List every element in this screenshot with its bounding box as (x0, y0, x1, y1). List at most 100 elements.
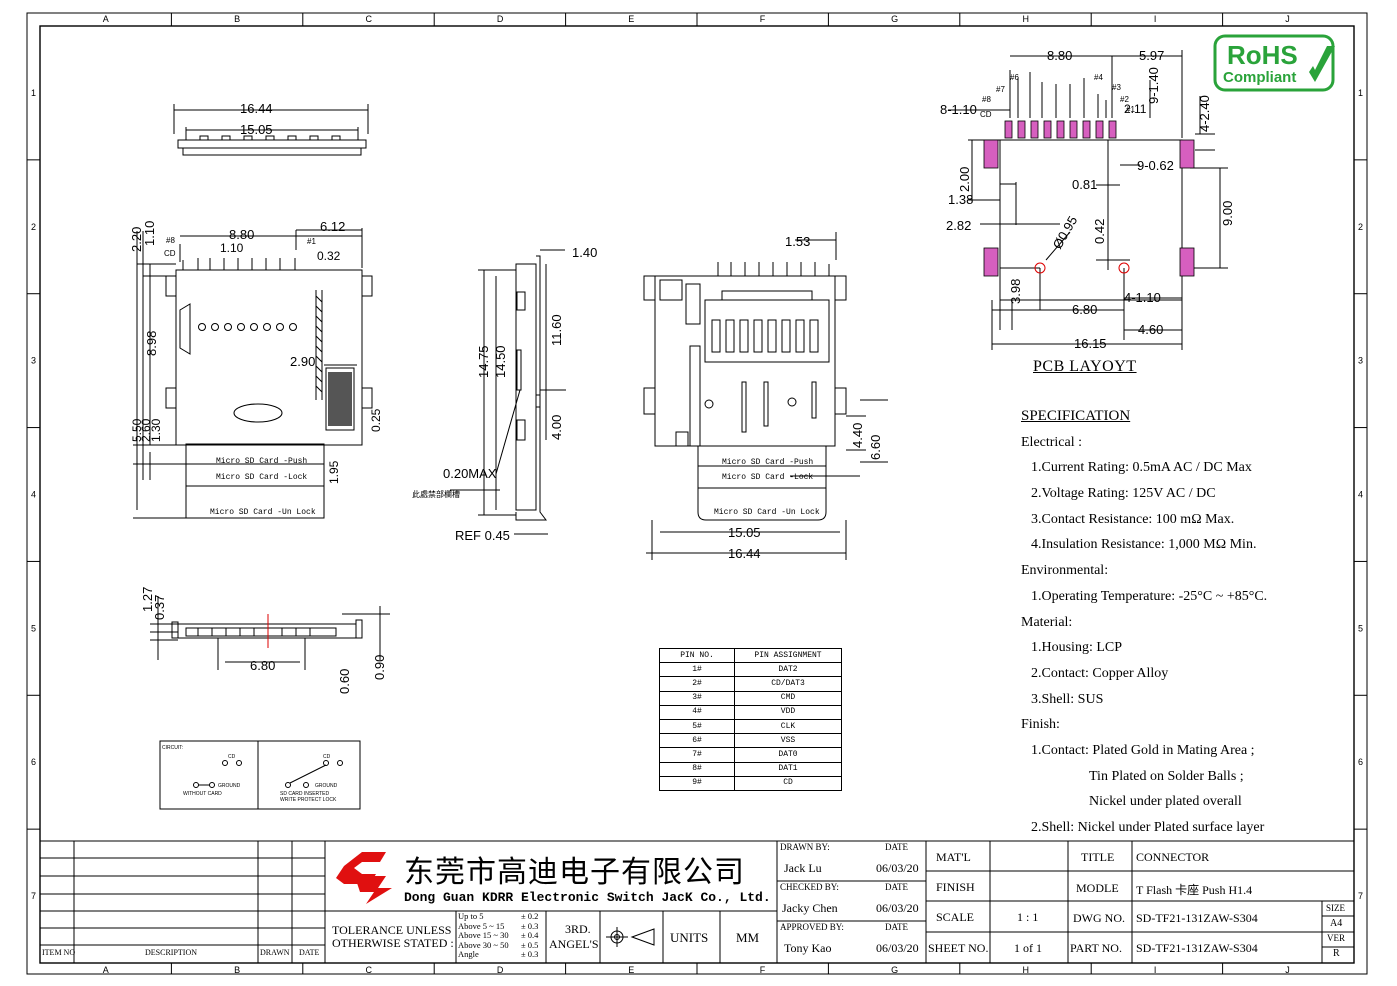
zone-column-label: F (760, 965, 766, 975)
back-card-push-label: Micro SD Card -Push (722, 458, 813, 467)
pin-assignment-header: PIN ASSIGNMENT (734, 647, 842, 664)
specification-block: SPECIFICATION Electrical :1.Current Rati… (1021, 404, 1361, 841)
pin-label-cd: CD (164, 249, 176, 258)
zone-row-label: 6 (1358, 757, 1363, 767)
tolerance-range: Angle (458, 949, 479, 960)
drawn-by-label: DRAWN BY: (780, 842, 830, 852)
zone-row-label: 3 (31, 356, 36, 366)
card-unlock-label: Micro SD Card -Un Lock (210, 508, 316, 517)
approved-by-value: Tony Kao (784, 941, 832, 955)
pcb-dim-4-1-10: 4-1.10 (1124, 290, 1161, 305)
dim-2-90-front: 2.90 (290, 354, 315, 369)
pin-label-1: #1 (307, 237, 316, 246)
zone-row-label: 7 (1358, 891, 1363, 901)
pin-assignment-cell: CMD (734, 690, 842, 706)
circuit-left-without-card: WITHOUT CARD (183, 791, 222, 797)
pin-number-cell: 4# (659, 704, 735, 720)
tolerance-value: ± 0.2 (521, 911, 539, 921)
pin-number-cell: 9# (659, 775, 735, 791)
dim-2-60-front: 2.60 (139, 418, 153, 442)
drawn-date-label: DATE (885, 842, 908, 852)
pin-number-cell: 1# (659, 662, 735, 678)
zone-row-label: 5 (1358, 623, 1363, 633)
zone-column-label: H (1023, 14, 1030, 24)
zone-column-label: E (628, 965, 634, 975)
bottom-view (150, 596, 390, 670)
zone-column-label: D (497, 965, 504, 975)
pin-assignment-cell: DAT2 (734, 662, 842, 678)
dim-6-80-bottom: 6.80 (250, 658, 275, 673)
pcb-dim-9-0-62: 9-0.62 (1137, 158, 1174, 173)
pcb-dim-8-80: 8.80 (1047, 48, 1072, 63)
zone-column-label: F (760, 14, 766, 24)
spec-line: 1.Operating Temperature: -25°C ~ +85°C. (1031, 588, 1268, 604)
spec-line: 3.Contact Resistance: 100 mΩ Max. (1031, 511, 1235, 527)
pcb-dim-3-98: 3.98 (1008, 279, 1023, 304)
pcb-pin-2: #2 (1120, 95, 1129, 104)
dim-ref-0-45-side: REF 0.45 (455, 528, 510, 543)
front-view (133, 228, 373, 519)
sheet-no-value: 1 of 1 (1014, 941, 1042, 955)
pcb-dim-9-1-40: 9-1.40 (1146, 67, 1161, 104)
projection-symbol-icon (606, 927, 655, 947)
dim-15-05-top: 15.05 (240, 122, 273, 137)
zone-row-label: 7 (31, 891, 36, 901)
pcb-dim-8-1-10: 8-1.10 (940, 102, 977, 117)
part-no-value: SD-TF21-131ZAW-S304 (1136, 941, 1258, 955)
pcb-pin-7: #7 (996, 85, 1005, 94)
circuit-right-write-protect: WRITE PROTECT LOCK (280, 797, 337, 803)
zone-row-label: 2 (31, 222, 36, 232)
scale-label: SCALE (936, 910, 975, 924)
tolerance-value: ± 0.3 (521, 949, 539, 960)
dim-4-00-side: 4.00 (549, 415, 564, 440)
zone-column-label: C (366, 965, 373, 975)
spec-line: 4.Insulation Resistance: 1,000 MΩ Min. (1031, 537, 1257, 553)
spec-line: Tin Plated on Solder Balls ; (1089, 768, 1244, 784)
dim-1-27-bottom: 1.27 (140, 587, 155, 612)
tolerance-value: ± 0.3 (521, 920, 539, 931)
drawn-date-value: 06/03/20 (876, 861, 919, 875)
pin-assignment-cell: CD/DAT3 (734, 676, 842, 692)
dim-1-10-front-b: 1.10 (220, 241, 244, 255)
drawn-by-value: Jack Lu (784, 861, 822, 875)
dim-0-25-front: 0.25 (369, 408, 383, 432)
tolerance-values: ± 0.2± 0.3± 0.4± 0.5± 0.3 (521, 911, 539, 960)
pcb-pin-cd: CD (980, 110, 992, 119)
tolerance-range: Above 30 ~ 50 (458, 939, 509, 950)
dim-14-50-side: 14.50 (493, 345, 508, 378)
rev-date-header: DATE (299, 948, 320, 957)
pin-assignment-cell: VSS (734, 733, 842, 749)
zone-column-label: D (497, 14, 504, 24)
back-card-unlock-label: Micro SD Card -Un Lock (714, 508, 820, 517)
pcb-layout (948, 50, 1228, 350)
side-note-cn: 此處禁部欄槽 (412, 489, 460, 499)
dwg-no-label: DWG NO. (1073, 911, 1125, 925)
dim-8-80-front: 8.80 (229, 227, 254, 242)
dim-16-44-back: 16.44 (728, 546, 761, 561)
pin-assignment-cell: CD (734, 775, 842, 791)
front-view-hatch (328, 372, 352, 426)
spec-line: Finish: (1021, 717, 1060, 733)
dim-1-53-back: 1.53 (785, 234, 810, 249)
zone-column-label: I (1154, 965, 1157, 975)
angle-label-1: 3RD. (565, 922, 591, 936)
pin-row: 5#CLK (659, 718, 842, 735)
spec-line: Electrical : (1021, 434, 1083, 450)
pcb-dim-9-00: 9.00 (1220, 201, 1235, 226)
approved-date-label: DATE (885, 922, 908, 932)
circuit-diagram (159, 740, 361, 810)
dim-1-30-front: 1.30 (149, 418, 163, 442)
pin-label-8: #8 (166, 236, 175, 245)
pin-assignment-cell: CLK (734, 718, 842, 735)
spec-line: 2.Shell: Nickel under Plated surface lay… (1031, 820, 1265, 835)
checked-date-value: 06/03/20 (876, 901, 919, 915)
dim-1-95-front: 1.95 (327, 460, 341, 484)
pin-assignment-cell: DAT0 (734, 747, 842, 763)
dim-4-40-back: 4.40 (850, 423, 865, 448)
zone-row-label: 1 (1358, 88, 1363, 98)
pcb-pin-4: #4 (1094, 73, 1103, 82)
pin-row: 6#VSS (659, 733, 842, 749)
